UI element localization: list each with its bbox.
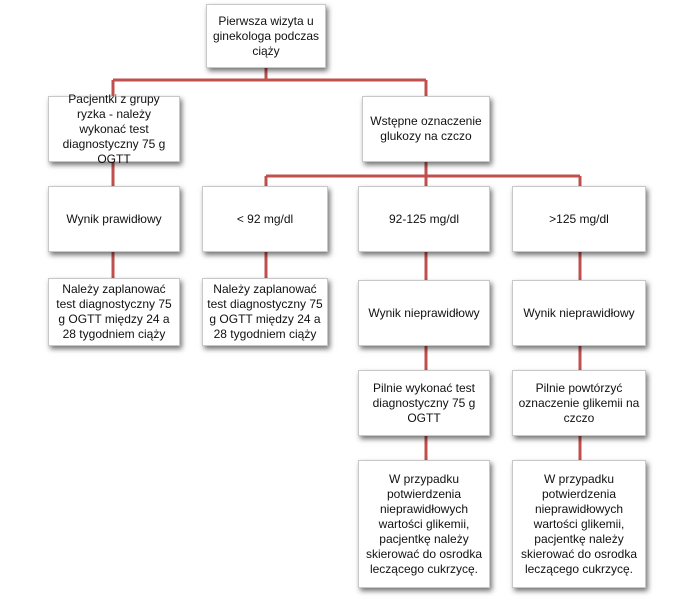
plan-ogtt-box-b: Należy zaplanować test diagnostyczny 75 … xyxy=(202,278,328,346)
fasting-glucose-box: Wstępne oznaczenie glukozy na czczo xyxy=(362,96,490,162)
plan-ogtt-text-b: Należy zaplanować test diagnostyczny 75 … xyxy=(207,282,323,341)
plan-ogtt-text-a: Należy zaplanować test diagnostyczny 75 … xyxy=(56,282,172,341)
referral-text-b: W przypadku potwierdzenia nieprawidłowyc… xyxy=(520,471,638,576)
risk-group-text: Pacjentki z grupy ryzka - należy wykonać… xyxy=(62,91,166,166)
referral-box-b: W przypadku potwierdzenia nieprawidłowyc… xyxy=(512,460,646,588)
urgent-ogtt-box: Pilnie wykonać test diagnostyczny 75 g O… xyxy=(358,370,490,436)
below-92-text: < 92 mg/dl xyxy=(236,211,294,226)
normal-result-box: Wynik prawidłowy xyxy=(48,186,180,252)
referral-text-a: W przypadku potwierdzenia nieprawidłowyc… xyxy=(365,471,483,576)
risk-group-box: Pacjentki z grupy ryzka - należy wykonać… xyxy=(48,92,180,166)
abnormal-result-box-a: Wynik nieprawidłowy xyxy=(358,280,490,346)
repeat-glycemia-text: Pilnie powtórzyć oznaczenie glikemii na … xyxy=(518,380,640,425)
abnormal-result-text-b: Wynik nieprawidłowy xyxy=(523,305,635,320)
abnormal-result-box-b: Wynik nieprawidłowy xyxy=(512,280,646,346)
range-92-125-text: 92-125 mg/dl xyxy=(388,211,460,226)
range-92-125-box: 92-125 mg/dl xyxy=(358,186,490,252)
below-92-box: < 92 mg/dl xyxy=(202,186,328,252)
abnormal-result-text-a: Wynik nieprawidłowy xyxy=(368,305,480,320)
first-visit-box: Pierwsza wizyta u ginekologa podczas cią… xyxy=(206,4,326,68)
urgent-ogtt-text: Pilnie wykonać test diagnostyczny 75 g O… xyxy=(372,380,476,425)
plan-ogtt-box-a: Należy zaplanować test diagnostyczny 75 … xyxy=(48,278,180,346)
referral-box-a: W przypadku potwierdzenia nieprawidłowyc… xyxy=(358,460,490,588)
repeat-glycemia-box: Pilnie powtórzyć oznaczenie glikemii na … xyxy=(512,370,646,436)
fasting-glucose-text: Wstępne oznaczenie glukozy na czczo xyxy=(370,114,482,143)
above-125-text: >125 mg/dl xyxy=(549,211,609,226)
first-visit-text: Pierwsza wizyta u ginekologa podczas cią… xyxy=(212,13,320,58)
above-125-box: >125 mg/dl xyxy=(512,186,646,252)
normal-result-text: Wynik prawidłowy xyxy=(66,211,162,226)
